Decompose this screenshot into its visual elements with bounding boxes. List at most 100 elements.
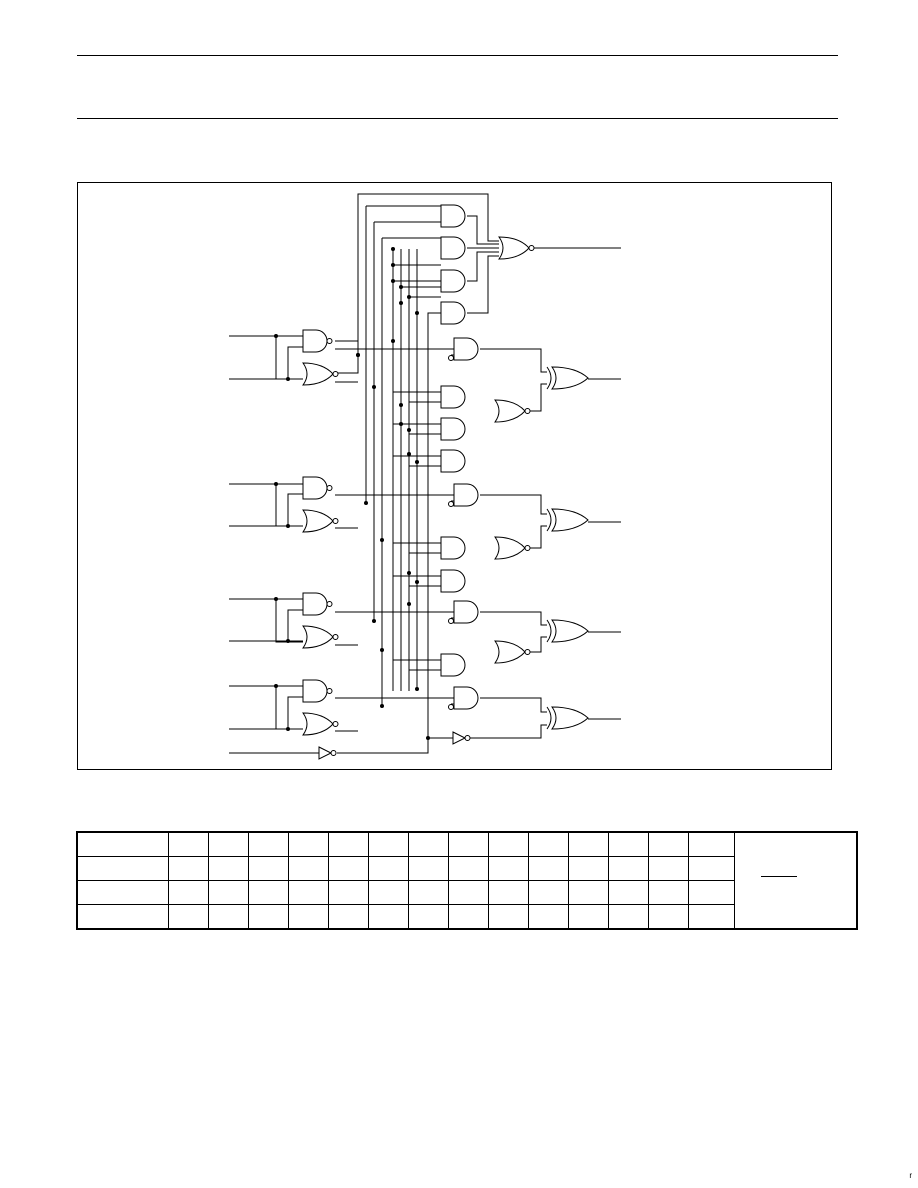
junction-dot (286, 377, 290, 381)
xor-gate (546, 706, 589, 730)
table-cell (648, 831, 689, 857)
junction-dot (286, 727, 290, 731)
table-row (76, 904, 857, 930)
junction-dot (415, 311, 419, 315)
and-gate (440, 301, 466, 325)
table-cell (528, 880, 569, 905)
table-cell (568, 856, 609, 881)
table-cell (76, 831, 169, 857)
table-cell (168, 856, 209, 881)
corner-mark: r (909, 1171, 912, 1180)
wire (276, 484, 303, 526)
junction-dot (391, 263, 395, 267)
xor-gate (546, 366, 589, 390)
junction-dot (415, 580, 419, 584)
input-nand-gate (302, 679, 333, 703)
input-buffer (318, 746, 337, 760)
wire (529, 526, 547, 548)
inverting-buffer (452, 731, 471, 745)
input-nor-gate (302, 509, 339, 533)
table-cell (688, 904, 735, 930)
table-cell (608, 904, 649, 930)
wire (337, 313, 441, 753)
junction-dot (391, 279, 395, 283)
data-table (76, 831, 858, 930)
table-cell (648, 880, 689, 905)
wire (467, 252, 499, 281)
table-row (76, 880, 857, 905)
junction-dot (407, 452, 411, 456)
and-gate (440, 236, 466, 260)
table-cell (168, 831, 209, 857)
table-cell (448, 880, 489, 905)
table-cell (288, 880, 329, 905)
table-cell (368, 880, 409, 905)
table-cell (648, 904, 689, 930)
and-gate (453, 600, 479, 624)
table-cell (248, 831, 289, 857)
junction-dot (356, 353, 360, 357)
table-cell (488, 880, 529, 905)
table-cell (568, 904, 609, 930)
table-cell (208, 904, 249, 930)
xor-gate (546, 619, 589, 643)
table-cell (208, 856, 249, 881)
table-cell (328, 856, 369, 881)
input-nor-gate (302, 712, 339, 736)
table-cell (208, 880, 249, 905)
header-rule-bottom (77, 118, 838, 119)
and-gate (440, 653, 466, 677)
table-cell (448, 831, 489, 857)
table-cell (328, 904, 369, 930)
table-cell (568, 880, 609, 905)
table-cell (368, 904, 409, 930)
wire (288, 347, 303, 379)
table-cell (368, 856, 409, 881)
wire (480, 349, 547, 372)
input-nor-gate (302, 362, 339, 386)
wire (276, 686, 303, 729)
and-gate (440, 204, 466, 228)
input-nand-gate (302, 476, 333, 500)
and-gate (440, 536, 466, 560)
table-cell (488, 831, 529, 857)
wire (467, 216, 499, 244)
table-cell (208, 831, 249, 857)
table-cell (448, 856, 489, 881)
wire (529, 637, 547, 652)
overline-mark (761, 876, 797, 877)
table-cell (448, 904, 489, 930)
table-cell (76, 880, 169, 905)
junction-dot (286, 524, 290, 528)
wire (467, 256, 499, 313)
junction-dots (274, 247, 430, 740)
and-gate (440, 417, 466, 441)
wire (480, 698, 547, 712)
gate-layer (302, 204, 589, 760)
table-cell (408, 880, 449, 905)
junction-dot (372, 619, 376, 623)
junction-dot (407, 295, 411, 299)
junction-dot (415, 460, 419, 464)
wire (358, 194, 499, 341)
wire (288, 494, 303, 526)
junction-dot (372, 385, 376, 389)
inversion-bubble (449, 356, 454, 361)
junction-dot (380, 704, 384, 708)
table-cell (168, 904, 209, 930)
table-cell (328, 831, 369, 857)
junction-dot (407, 602, 411, 606)
junction-dot (391, 247, 395, 251)
table-cell (408, 831, 449, 857)
junction-dot (415, 687, 419, 691)
table-cell (688, 831, 735, 857)
table-cell (248, 856, 289, 881)
nor-gate (498, 236, 535, 260)
wire (480, 612, 547, 625)
and-gate (453, 337, 479, 361)
junction-dot (274, 334, 278, 338)
table-cell (408, 904, 449, 930)
nor-gate (494, 536, 531, 560)
xor-gate (546, 508, 589, 532)
table-cell (568, 831, 609, 857)
